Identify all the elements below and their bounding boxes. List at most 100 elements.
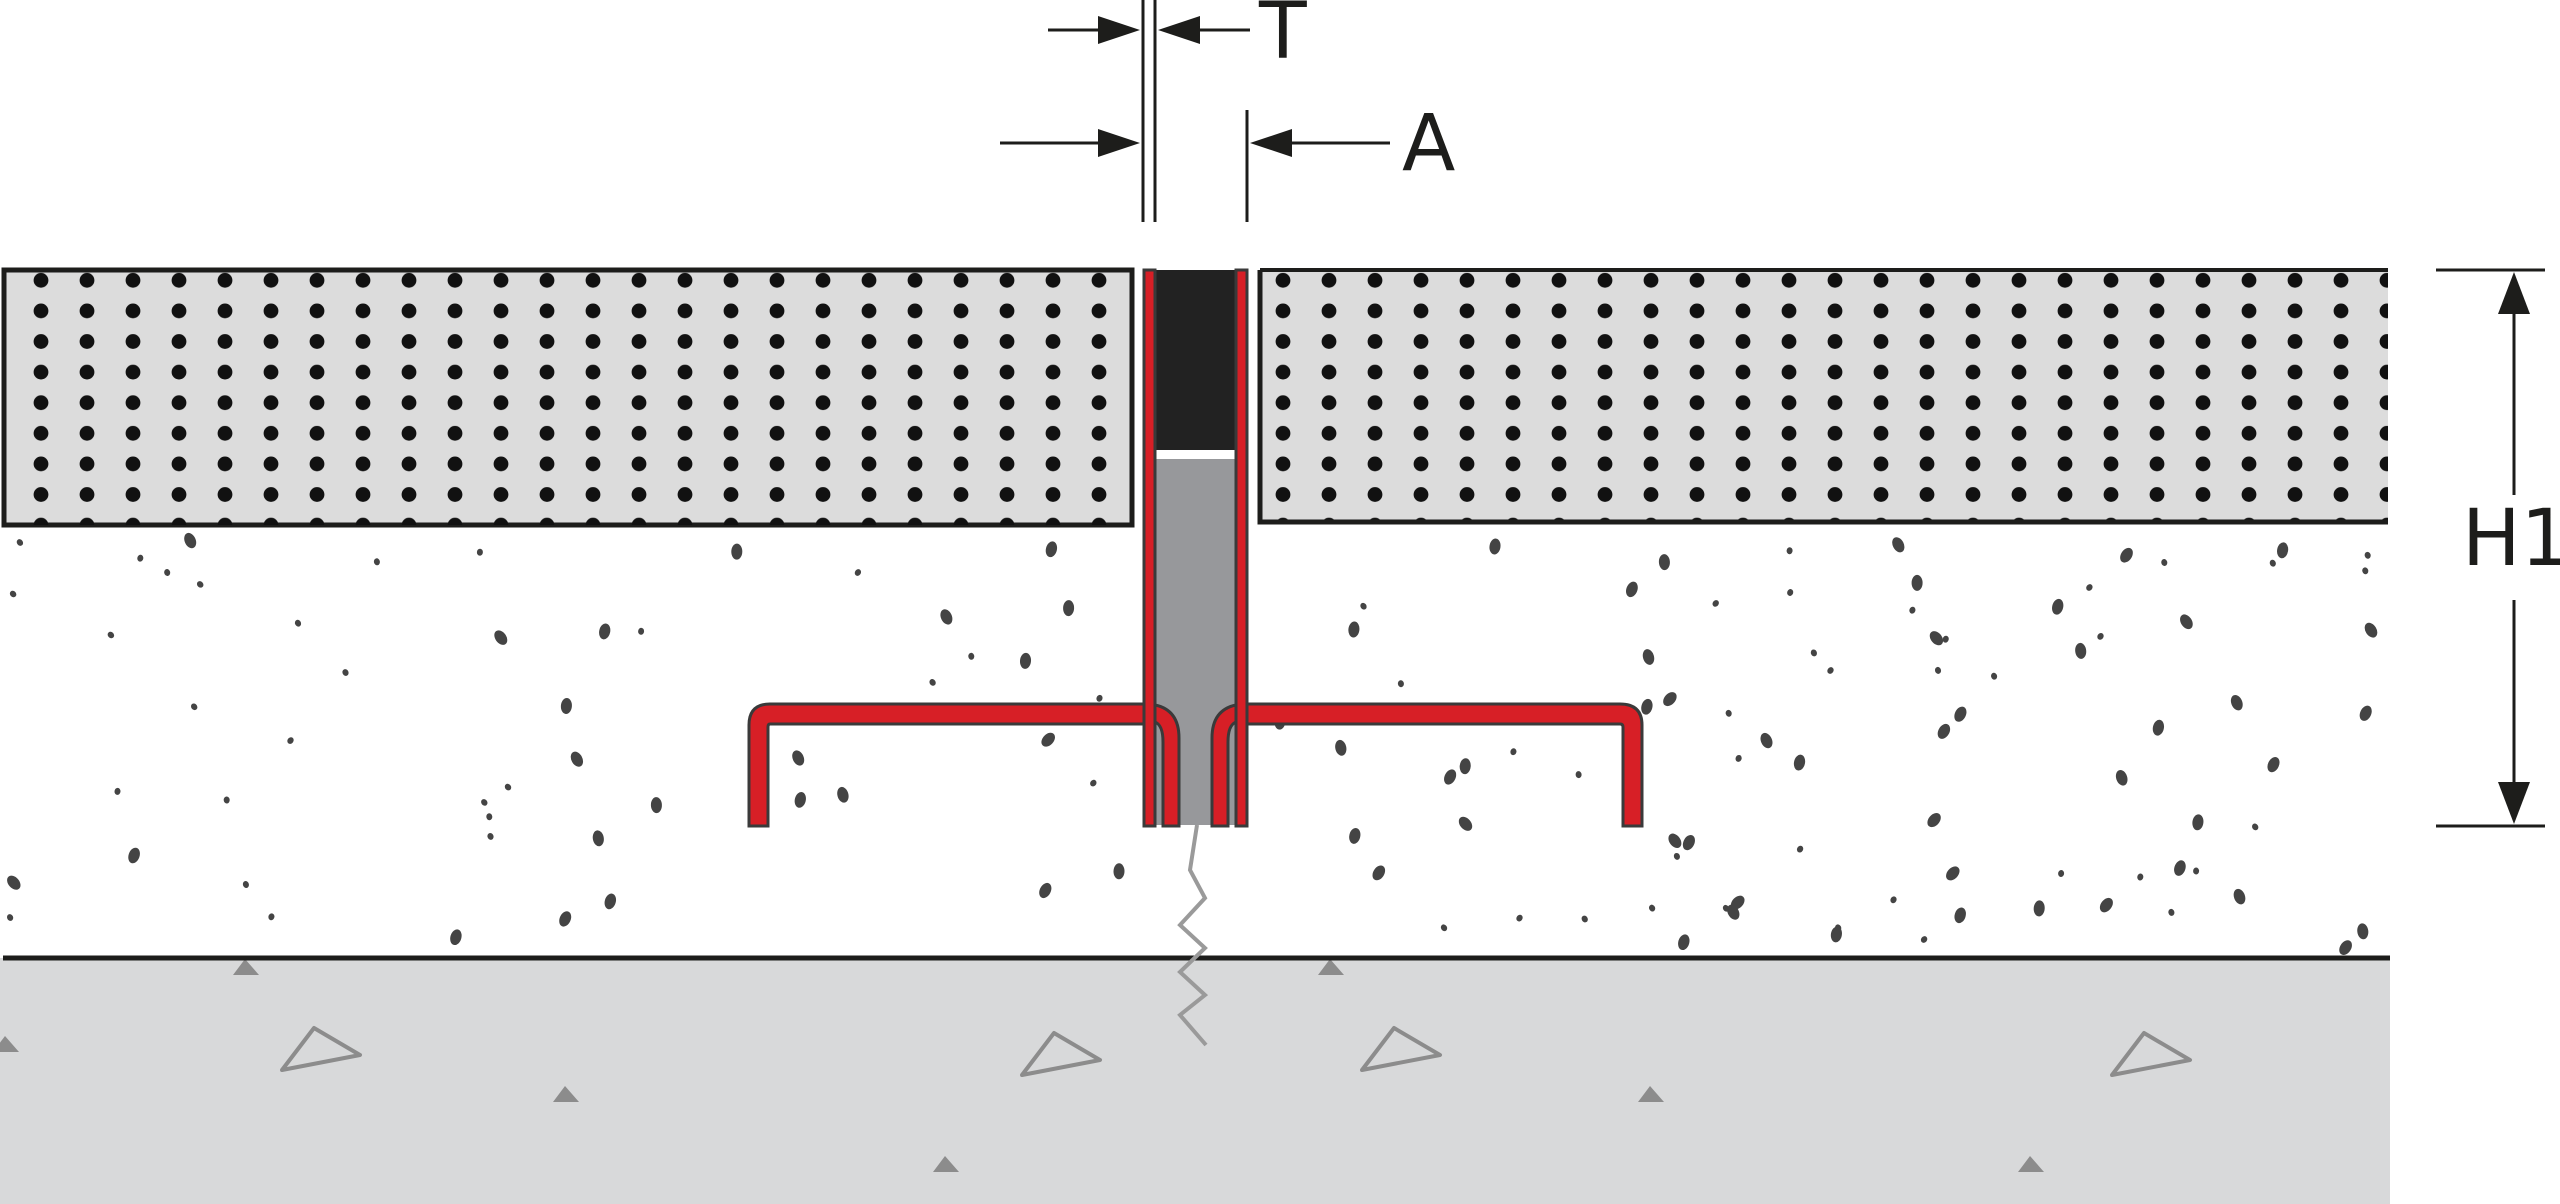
aggregate-chip [233, 959, 259, 975]
aggregate-chip [2018, 1156, 2044, 1172]
screed-speckle [1510, 748, 1517, 756]
joint-profile [747, 268, 1644, 828]
aggregate-chip [553, 1086, 579, 1102]
inner-leg-left [1153, 703, 1181, 828]
screed-speckle [1019, 652, 1032, 669]
substrate-chips [0, 959, 2044, 1172]
screed-speckle [223, 796, 230, 804]
screed-speckle [854, 569, 862, 576]
screed-speckle [968, 652, 975, 660]
screed-speckle [1735, 754, 1742, 762]
screed-speckle [2364, 551, 2371, 559]
screed-speckle [1641, 698, 1653, 715]
screed-speckle [494, 630, 508, 645]
screed-speckle [1063, 600, 1075, 617]
screed-speckle [7, 875, 21, 890]
screed-speckle [1725, 709, 1732, 717]
dimension-a [1000, 110, 1390, 222]
substrate-aggregates [280, 1026, 2192, 1077]
screed-speckle [1760, 732, 1773, 749]
screed-speckle [128, 847, 140, 864]
screed-speckle [191, 703, 198, 711]
screed-speckle [2180, 614, 2193, 630]
dimension-h1 [2436, 268, 2545, 828]
screed-speckle [1927, 813, 1941, 828]
screed-speckle [450, 929, 462, 946]
screed-speckle [114, 787, 121, 795]
label-t: T [1258, 0, 1307, 77]
screed-speckle [1516, 914, 1523, 922]
aggregate-outline [2110, 1031, 2192, 1077]
screed-speckle [940, 609, 953, 625]
anchor-left [747, 702, 1146, 828]
screed-speckle [2267, 756, 2280, 773]
screed-speckle [504, 783, 512, 791]
screed-speckle [1942, 635, 1949, 643]
screed-speckle [1096, 694, 1103, 702]
screed-speckle [1039, 882, 1052, 899]
screed-speckle [1673, 852, 1680, 860]
screed-speckle [1934, 666, 1942, 674]
screed-speckle [2033, 900, 2045, 917]
screed-speckle [2137, 873, 2144, 881]
screed-speckle [1348, 621, 1360, 638]
screed-speckle [2120, 547, 2133, 563]
screed-speckle [137, 554, 144, 562]
screed-speckle [1397, 680, 1404, 688]
screed-speckle [481, 799, 488, 806]
screed-speckle [1911, 574, 1923, 591]
screed-speckle [1663, 692, 1677, 707]
outer-leg-left [1142, 268, 1157, 828]
screed-speckle [1892, 537, 1905, 553]
screed-speckle [1458, 816, 1473, 831]
screed-speckle [184, 532, 197, 549]
screed-speckle [1581, 915, 1588, 923]
screed-speckle [1658, 554, 1670, 571]
screed-speckle [2339, 940, 2352, 955]
screed-speckle [2230, 695, 2243, 711]
aggregate-outline [280, 1026, 362, 1072]
screed-speckle [731, 543, 743, 560]
screed-speckle [1937, 723, 1951, 739]
screed-speckle [294, 619, 302, 627]
screed-speckle [592, 830, 604, 847]
screed-speckle [476, 548, 483, 556]
screed-speckle [2058, 870, 2065, 877]
screed-speckle [1090, 779, 1097, 787]
screed-speckle [1489, 538, 1501, 555]
dimension-t [1048, 0, 1250, 222]
screed-speckle [2174, 860, 2186, 876]
screed-speckle [196, 581, 204, 588]
label-h1: H1 [2462, 494, 2560, 584]
screed-speckle [1372, 865, 1386, 881]
screed-speckle [2252, 823, 2259, 831]
screed-speckle [560, 698, 572, 714]
screed-speckle [2097, 633, 2104, 640]
screed-speckle [570, 751, 584, 767]
aggregate-chip [1638, 1086, 1664, 1102]
screed-speckle [2269, 559, 2276, 567]
screed-speckle [1678, 934, 1690, 951]
screed-speckle [1113, 863, 1125, 880]
screed-speckle [1786, 547, 1793, 555]
screed-speckle [1920, 936, 1928, 943]
screed-speckle [2357, 923, 2369, 940]
screed-speckle [16, 539, 24, 546]
screed-speckle [2099, 897, 2113, 913]
screed-speckle [604, 893, 617, 910]
screed-speckle [1712, 600, 1719, 607]
screed-speckle [342, 669, 349, 676]
screed-speckle [2277, 542, 2289, 559]
screed-speckle [2152, 719, 2165, 736]
screed-speckle [1575, 771, 1582, 779]
screed-speckle [1041, 732, 1055, 747]
screed-speckle [287, 737, 294, 744]
screed-speckle [2193, 867, 2200, 875]
screed-speckle [1793, 754, 1806, 771]
screed-speckle [638, 627, 645, 635]
screed-speckle [1459, 758, 1471, 775]
screed-speckle [2233, 888, 2246, 905]
screed-speckle [1642, 649, 1655, 665]
inner-leg-right [1210, 703, 1238, 828]
